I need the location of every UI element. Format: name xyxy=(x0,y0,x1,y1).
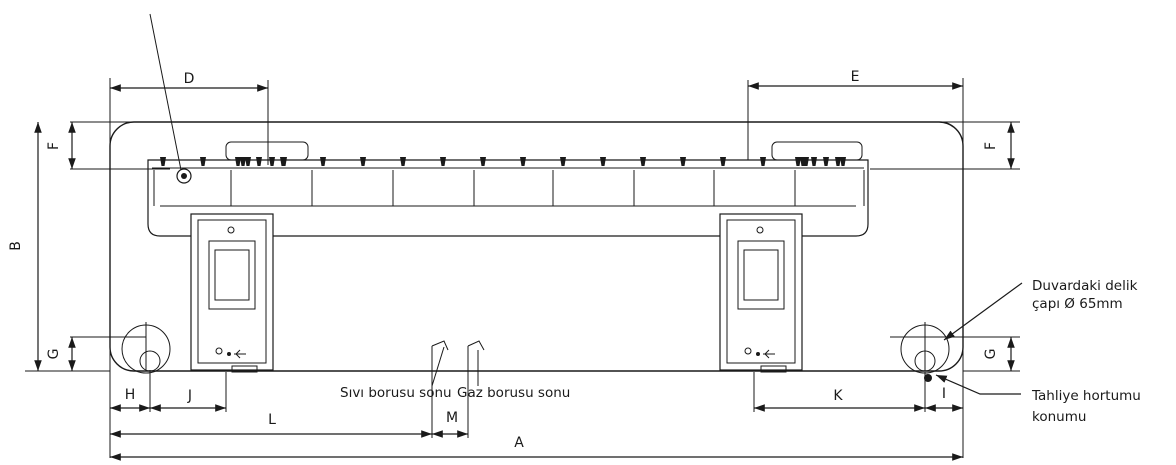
mounting-tooth xyxy=(520,157,526,166)
mounting-tooth xyxy=(811,157,817,166)
mounting-tooth xyxy=(803,157,809,166)
liquid-pipe-end-label: Sıvı borusu sonu xyxy=(340,385,452,401)
dim-label-f-right: F xyxy=(983,142,999,150)
dim-label-l: L xyxy=(268,412,276,428)
right-wall-hole xyxy=(900,322,950,382)
mounting-tooth xyxy=(240,157,246,166)
mounting-tooth xyxy=(823,157,829,166)
dim-label-a: A xyxy=(514,435,524,451)
dimension-arrows xyxy=(34,82,1015,461)
dim-label-j: J xyxy=(187,388,192,404)
drain-hose-label: Tahliye hortumu xyxy=(1031,388,1141,404)
mounting-tooth xyxy=(680,157,686,166)
mounting-tooth xyxy=(200,157,206,166)
dim-label-f-left: F xyxy=(46,142,62,150)
wall-hole-diameter-label: çapı Ø 65mm xyxy=(1032,296,1123,312)
right-bracket xyxy=(719,213,803,373)
dim-label-d: D xyxy=(184,71,195,87)
mounting-tooth xyxy=(235,157,241,166)
dim-label-i: I xyxy=(942,386,946,402)
dim-label-k: K xyxy=(833,388,843,404)
mounting-tooth xyxy=(245,157,251,166)
dim-label-b: B xyxy=(8,241,24,251)
drain-hose-position-label: konumu xyxy=(1032,409,1086,425)
mounting-tooth xyxy=(160,157,166,166)
wall-hole-label: Duvardaki delik xyxy=(1032,278,1138,294)
dim-label-m: M xyxy=(446,410,458,426)
mounting-tooth xyxy=(640,157,646,166)
mounting-tooth xyxy=(600,157,606,166)
pipe-ends xyxy=(431,340,485,373)
mounting-tooth xyxy=(440,157,446,166)
leader-lines xyxy=(149,13,1023,395)
dim-label-g-left: G xyxy=(46,349,62,360)
mounting-tooth xyxy=(400,157,406,166)
left-bracket xyxy=(190,213,274,373)
mounting-plate xyxy=(147,141,869,237)
gas-pipe-end-label: Gaz borusu sonu xyxy=(457,385,570,401)
mounting-tooth xyxy=(256,157,262,166)
mounting-tooth xyxy=(835,157,841,166)
mounting-tooth xyxy=(760,157,766,166)
dim-label-h: H xyxy=(125,387,136,403)
dim-label-e: E xyxy=(851,69,860,85)
mounting-tooth xyxy=(269,157,275,166)
mounting-tooth xyxy=(840,157,846,166)
mounting-tooth xyxy=(360,157,366,166)
dim-label-g-right: G xyxy=(983,349,999,360)
mounting-tooth xyxy=(795,157,801,166)
mounting-tooth xyxy=(320,157,326,166)
mounting-tooth xyxy=(720,157,726,166)
mounting-tooth xyxy=(480,157,486,166)
mounting-tooth xyxy=(281,157,287,166)
left-wall-hole xyxy=(121,322,171,374)
extension-lines xyxy=(25,78,1020,458)
mounting-tooth xyxy=(560,157,566,166)
